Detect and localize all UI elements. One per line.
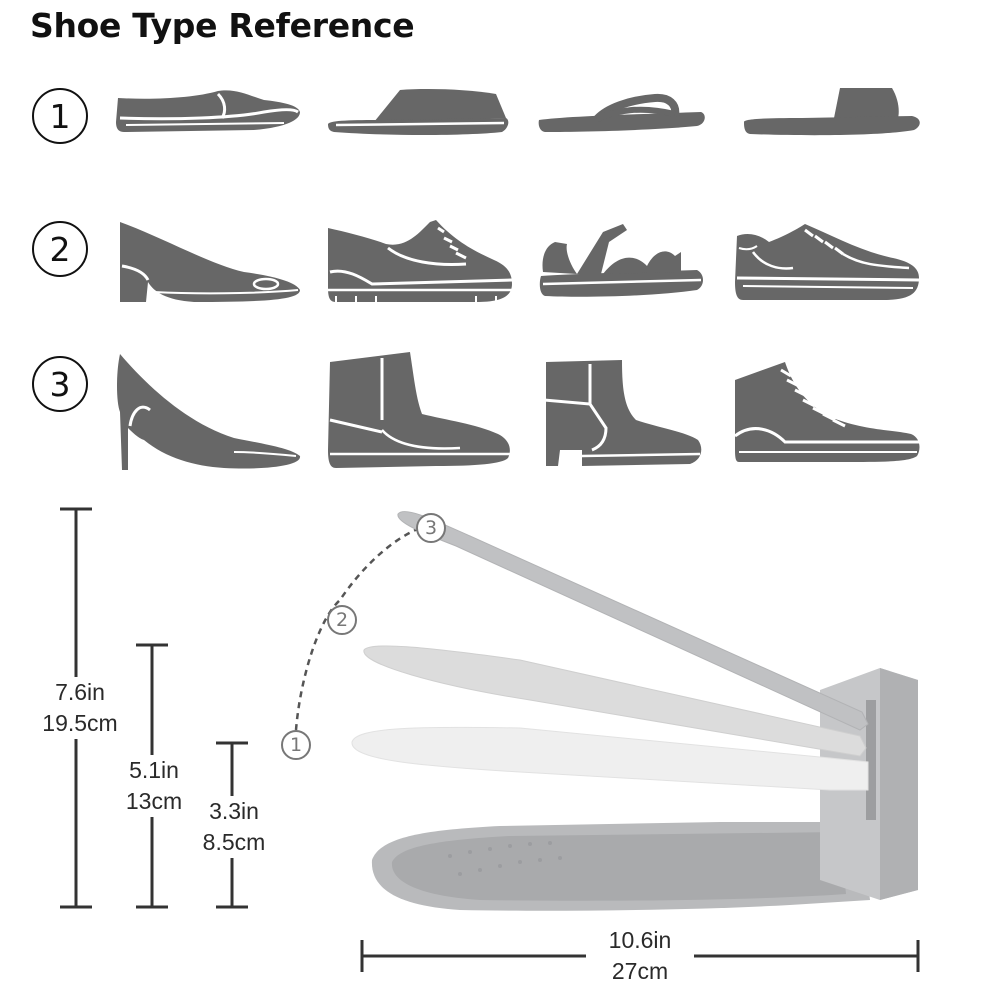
row-number-badge: 1 — [32, 88, 88, 144]
level-marker-1: 1 — [281, 730, 311, 760]
block-heel-pump-icon — [120, 222, 300, 302]
ankle-boot-icon — [543, 360, 702, 466]
height-inches: 3.3in — [209, 798, 259, 824]
height-label-level-1: 3.3in 8.5cm — [192, 796, 276, 858]
height-centimeters: 8.5cm — [202, 829, 266, 855]
high-top-sneaker-icon — [734, 362, 920, 462]
sneaker-icon — [735, 224, 920, 300]
length-label: 10.6in 27cm — [586, 925, 694, 987]
loafer-icon — [116, 90, 300, 132]
level-marker-2: 2 — [327, 605, 357, 635]
oxford-shoe-icon — [328, 220, 513, 302]
height-inches: 7.6in — [55, 679, 105, 705]
row-number-badge: 3 — [32, 356, 88, 412]
height-label-level-2: 5.1in 13cm — [114, 755, 194, 817]
height-centimeters: 13cm — [125, 788, 183, 814]
support-stand — [820, 668, 918, 900]
shoe-tray-level-2 — [363, 645, 867, 757]
slide-slipper-icon — [328, 89, 509, 135]
shoe-tray-level-3 — [397, 510, 869, 731]
page-title: Shoe Type Reference — [30, 6, 415, 45]
flip-flop-icon — [538, 93, 705, 132]
height-label-level-3: 7.6in 19.5cm — [34, 677, 126, 739]
slide-sandal-icon — [744, 88, 920, 136]
adjustment-arc — [294, 526, 421, 731]
length-inches: 10.6in — [608, 927, 672, 953]
strap-sandal-icon — [539, 224, 703, 297]
stiletto-heel-icon — [117, 354, 301, 470]
row-number-badge: 2 — [32, 221, 88, 277]
shoe-tray-level-1 — [351, 726, 869, 791]
length-centimeters: 27cm — [611, 958, 669, 984]
base-tray — [371, 822, 870, 911]
height-inches: 5.1in — [129, 757, 179, 783]
winter-boot-icon — [328, 352, 510, 468]
shoe-rack-illustration — [60, 507, 920, 972]
level-marker-3: 3 — [416, 513, 446, 543]
height-centimeters: 19.5cm — [42, 710, 118, 736]
